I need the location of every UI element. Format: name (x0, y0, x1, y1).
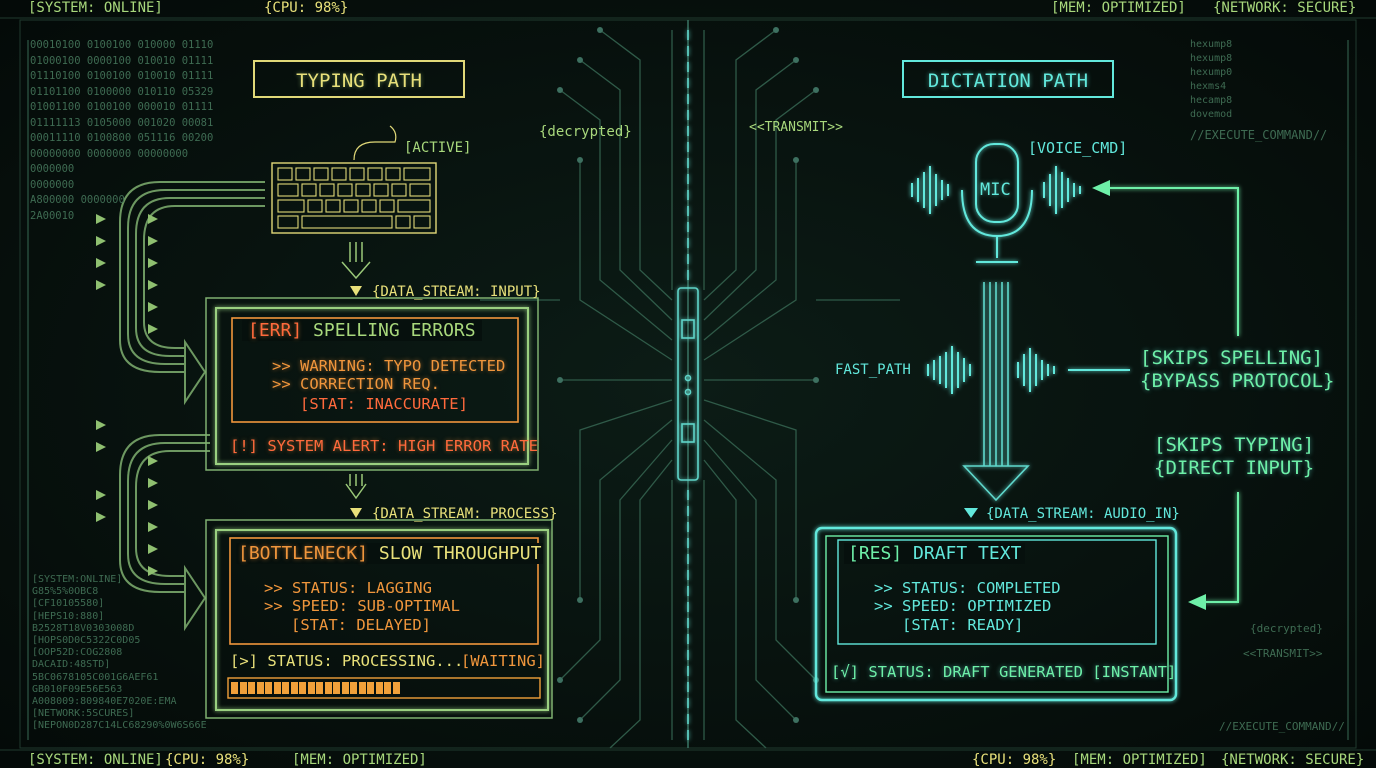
bottom-mem-status-right: [MEM: OPTIMIZED] (1072, 752, 1207, 768)
dictation-down-arrow (962, 282, 1030, 502)
lagging-status-line: >> STATUS: LAGGING (264, 579, 432, 597)
bottom-mem-status: [MEM: OPTIMIZED] (292, 752, 427, 768)
progress-segment (341, 682, 349, 694)
progress-segment (239, 682, 247, 694)
left-flow-arrows (119, 181, 265, 632)
central-circuit (480, 20, 900, 749)
execute-command-label: //EXECUTE_COMMAND// (1190, 128, 1328, 142)
top-mem-status: [MEM: OPTIMIZED] (1051, 0, 1186, 16)
transmit-small-label: <<TRANSMIT>> (1243, 647, 1323, 660)
progress-segment (248, 682, 255, 694)
typo-warning-line: >> WARNING: TYPO DETECTED (272, 357, 506, 375)
dictation-path-title: DICTATION PATH (902, 60, 1114, 98)
transmit-label: <<TRANSMIT>> (749, 120, 843, 135)
progress-segment (231, 682, 238, 694)
fast-path-wave (927, 346, 1130, 394)
bypass-protocol-label: {BYPASS PROTOCOL} (1140, 370, 1335, 392)
central-chip (677, 30, 699, 740)
typing-path-title: TYPING PATH (253, 60, 465, 98)
system-alert-line: [!] SYSTEM ALERT: HIGH ERROR RATE (230, 437, 538, 455)
right-feedback-arrows (1108, 187, 1239, 603)
result-tag: [RES] (848, 543, 903, 564)
progress-segment (316, 682, 323, 694)
progress-segment (265, 682, 272, 694)
keyboard-down-arrow (341, 242, 371, 500)
result-panel-frame (814, 526, 1178, 702)
error-title: SPELLING ERRORS (313, 320, 476, 341)
progress-segment (392, 682, 400, 694)
bottleneck-panel-frame (205, 519, 553, 719)
result-panel-heading: [RES] DRAFT TEXT (844, 543, 1026, 564)
execute-small-label: //EXECUTE_COMMAND// (1219, 720, 1345, 733)
bottom-network-status: {NETWORK: SECURE} (1221, 752, 1365, 768)
progress-segment (273, 682, 281, 694)
progress-segment (350, 682, 357, 694)
right-hex-list: hexump8 hexump8 hexump0 hexms4 hecamp8 d… (1190, 39, 1233, 120)
arrow-ticks (96, 214, 158, 576)
bottom-system-status: [SYSTEM: ONLINE] (28, 752, 163, 768)
delayed-stat-line: [STAT: DELAYED] (291, 616, 431, 634)
bottleneck-title: SLOW THROUGHPUT (378, 543, 542, 564)
bottom-cpu-status-right: {CPU: 98%} (972, 752, 1057, 768)
progress-segment (367, 682, 374, 694)
optimized-speed-line: >> SPEED: OPTIMIZED (874, 597, 1052, 615)
progress-segment (384, 682, 391, 694)
top-system-status: [SYSTEM: ONLINE] (28, 0, 163, 16)
progress-segment (333, 682, 340, 694)
error-panel-heading: [ERR] SPELLING ERRORS (242, 320, 482, 341)
mic-label: MIC (980, 180, 1011, 200)
direct-input-label: {DIRECT INPUT} (1154, 457, 1315, 479)
error-tag: [ERR] (248, 320, 303, 341)
sound-wave-icon (911, 166, 1081, 214)
left-log-block: [SYSTEM:ONLINE] G85%5%0OBC8 [CF10105580]… (32, 574, 207, 732)
inaccurate-stat-line: [STAT: INACCURATE] (300, 395, 468, 413)
progress-segment (290, 682, 298, 694)
decrypted-small-label: {decrypted} (1250, 622, 1323, 635)
bottom-cpu-status: {CPU: 98%} (165, 752, 250, 768)
mic-icon (961, 143, 1033, 263)
progress-segment (375, 682, 383, 694)
left-binary-block: 00010100 0100100 010000 01110 01000100 0… (30, 39, 214, 222)
top-cpu-status: {CPU: 98%} (264, 0, 349, 16)
error-panel-frame (205, 297, 539, 471)
fast-path-label: FAST_PATH (835, 362, 911, 378)
decrypted-label: {decrypted} (539, 124, 632, 140)
voice-cmd-label: [VOICE_CMD] (1028, 139, 1128, 157)
data-stream-audio-label: {DATA_STREAM: AUDIO_IN} (986, 506, 1180, 522)
ready-stat-line: [STAT: READY] (902, 616, 1024, 634)
waiting-label: [WAITING] (461, 652, 545, 670)
bottleneck-tag: [BOTTLENECK] (238, 543, 369, 564)
correction-line: >> CORRECTION REQ. (272, 375, 440, 393)
progress-segment (358, 682, 366, 694)
skips-spelling-label: [SKIPS SPELLING] (1140, 347, 1324, 369)
progress-segment (307, 682, 315, 694)
keyboard-icon (271, 125, 437, 234)
top-network-status: {NETWORK: SECURE} (1213, 0, 1357, 16)
completed-status-line: >> STATUS: COMPLETED (874, 579, 1061, 597)
progress-segment (324, 682, 332, 694)
data-stream-process-label: {DATA_STREAM: PROCESS} (372, 506, 558, 522)
progress-segment (299, 682, 306, 694)
active-label: [ACTIVE] (404, 140, 472, 156)
progress-segment (282, 682, 289, 694)
speed-status-line: >> SPEED: SUB-OPTIMAL (264, 597, 460, 615)
progress-segment (256, 682, 264, 694)
processing-status-line: [>] STATUS: PROCESSING... (230, 652, 464, 670)
data-stream-input-label: {DATA_STREAM: INPUT} (372, 284, 541, 300)
result-title: DRAFT TEXT (913, 543, 1022, 564)
skips-typing-label: [SKIPS TYPING] (1154, 434, 1315, 456)
bottleneck-panel-heading: [BOTTLENECK] SLOW THROUGHPUT (236, 543, 544, 564)
draft-generated-status-line: [√] STATUS: DRAFT GENERATED [INSTANT] (831, 663, 1177, 681)
